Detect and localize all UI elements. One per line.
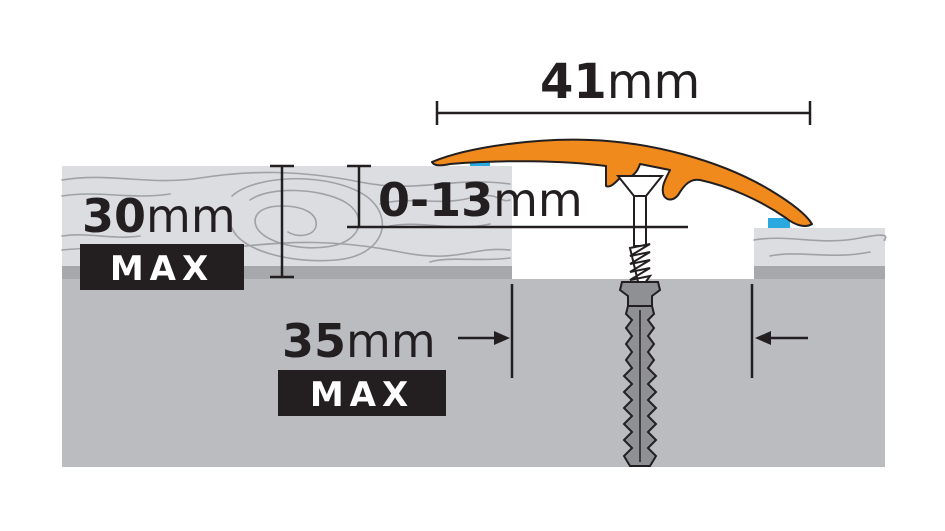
floor-thickness-dimension — [270, 164, 294, 279]
svg-text:30mm: 30mm — [82, 189, 236, 243]
floor-thickness-badge-text: MAX — [110, 249, 214, 289]
svg-text:0-13mm: 0-13mm — [378, 173, 583, 227]
wall-plug — [618, 281, 662, 467]
floor-thickness-value: 30 — [82, 189, 146, 243]
width-dimension — [435, 101, 812, 125]
subfloor — [62, 279, 885, 467]
wood-grain-right — [753, 234, 887, 257]
gap-dimension — [458, 284, 808, 378]
svg-text:35mm: 35mm — [282, 314, 436, 368]
width-unit: mm — [607, 54, 701, 110]
height-diff-unit: mm — [493, 173, 583, 227]
adhesive-tape-right — [768, 218, 790, 228]
width-value: 41 — [540, 54, 607, 110]
wood-plank-right — [754, 228, 885, 266]
gap-badge-text: MAX — [310, 375, 414, 415]
screw — [615, 175, 665, 293]
floor-thickness-unit: mm — [146, 189, 236, 243]
gap-badge — [278, 370, 446, 416]
svg-text:41mm: 41mm — [540, 54, 700, 110]
floor-thickness-badge — [80, 244, 244, 290]
underlay-right — [754, 266, 885, 279]
gap-unit: mm — [346, 314, 436, 368]
gap-value: 35 — [282, 314, 346, 368]
height-diff-value: 0-13 — [378, 173, 493, 227]
transition-profile — [431, 138, 813, 227]
height-diff-dimension — [347, 164, 688, 229]
